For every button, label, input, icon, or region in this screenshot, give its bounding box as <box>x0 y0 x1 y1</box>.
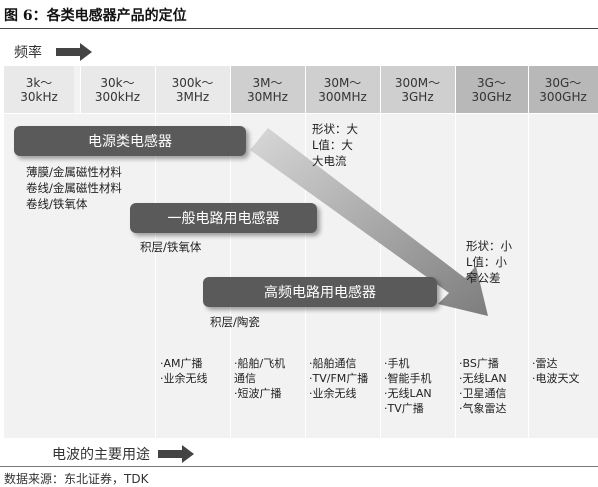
column-divider <box>230 113 231 438</box>
usage-list: ·AM广播 ·业余无线 <box>160 357 208 385</box>
column-divider <box>528 113 529 438</box>
freq-column-header: 30M～ 300MHz <box>305 66 380 113</box>
freq-column-header: 30k～ 300kHz <box>80 66 155 113</box>
trend-arrow-shape <box>250 128 488 316</box>
column-divider <box>380 113 381 438</box>
power-inductor-label: 电源类电感器 <box>14 126 246 156</box>
freq-column-header: 30G～ 300GHz <box>528 66 598 113</box>
general-inductor-materials: 积层/铁氧体 <box>140 240 202 254</box>
power-inductor-materials: 薄膜/金属磁性材料 卷线/金属磁性材料 卷线/铁氧体 <box>26 165 122 211</box>
highfreq-inductor-materials: 积层/陶瓷 <box>210 315 260 329</box>
column-divider <box>455 66 456 113</box>
column-divider <box>305 113 306 438</box>
usage-list: ·手机 ·智能手机 ·无线LAN ·TV广播 <box>384 357 432 415</box>
column-divider <box>155 66 156 113</box>
highfreq-inductor-label: 高频电路用电感器 <box>203 277 437 307</box>
column-divider <box>305 66 306 113</box>
column-divider <box>155 113 156 438</box>
column-divider <box>528 66 529 113</box>
column-divider <box>80 66 81 113</box>
source-note: 数据来源：东北证券，TDK <box>4 472 149 486</box>
freq-column-header: 3G～ 30GHz <box>455 66 528 113</box>
frequency-arrow-icon <box>56 43 92 61</box>
freq-column-header: 3k～ 30kHz <box>4 66 74 113</box>
freq-column-header: 300M～ 3GHz <box>380 66 455 113</box>
header-rule <box>4 113 598 114</box>
freq-column-header: 300k～ 3MHz <box>155 66 230 113</box>
usage-list: ·船舶/飞机 通信 ·短波广播 <box>234 357 286 400</box>
freq-column-header: 3M～ 30MHz <box>230 66 305 113</box>
trend-end-text: 形状：小 L值：小 窄公差 <box>466 239 512 285</box>
figure-title: 图 6：各类电感器产品的定位 <box>4 8 187 24</box>
source-rule <box>0 466 598 467</box>
column-divider <box>230 66 231 113</box>
usage-list: ·船舶通信 ·TV/FM广播 ·业余无线 <box>309 357 369 400</box>
usage-axis-label: 电波的主要用途 <box>52 447 150 463</box>
usage-list: ·BS广播 ·无线LAN ·卫星通信 ·气象雷达 <box>459 357 507 415</box>
trend-start-text: 形状：大 L值：大 大电流 <box>312 122 358 168</box>
general-inductor-label: 一般电路用电感器 <box>130 203 317 233</box>
frequency-axis-label: 频率 <box>14 45 42 61</box>
usage-list: ·雷达 ·电波天文 <box>532 357 580 385</box>
column-divider <box>380 66 381 113</box>
title-rule <box>0 28 598 29</box>
usage-arrow-icon <box>158 445 194 463</box>
